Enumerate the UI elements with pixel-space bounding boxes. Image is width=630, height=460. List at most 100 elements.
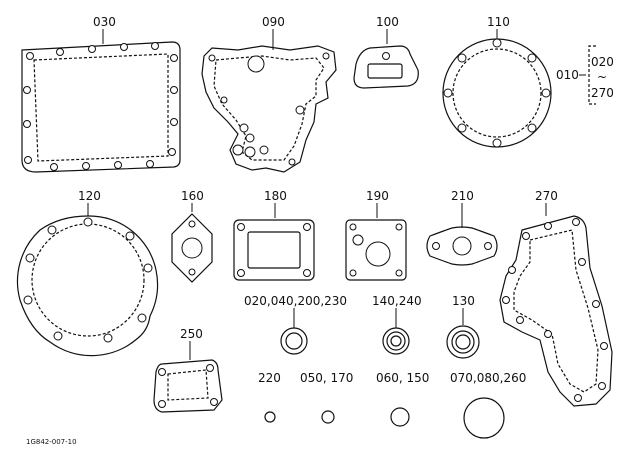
seal-bore — [247, 55, 265, 73]
bolt-hole — [295, 105, 305, 115]
gasket-270-outer — [499, 215, 613, 407]
bolt-hole — [288, 158, 296, 166]
label-190: 190 — [366, 189, 389, 203]
gasket-250-outer — [153, 359, 223, 413]
bolt-hole — [484, 242, 492, 250]
gasket-030-inner — [33, 53, 169, 162]
bolt-hole — [541, 88, 551, 98]
bolt-hole — [158, 368, 166, 376]
range-start: 020 — [591, 55, 614, 69]
bolt-hole — [47, 225, 57, 235]
bolt-hole — [395, 223, 403, 231]
label-270: 270 — [535, 189, 558, 203]
bolt-hole — [170, 118, 178, 126]
label-090: 090 — [262, 15, 285, 29]
part-140-240-seal: 140,240 — [372, 294, 422, 355]
label-group-070: 070,080,260 — [450, 371, 526, 385]
bolt-hole — [50, 163, 58, 171]
part-180-gasket: 180 — [233, 189, 315, 281]
gasket-110-inner — [452, 48, 542, 138]
part-210-flange-gasket: 210 — [426, 189, 498, 266]
kit-range-bracket: 010 020 ~ 270 — [556, 45, 614, 105]
bolt-hole — [303, 269, 311, 277]
o-ring-050 — [321, 410, 335, 424]
bolt-hole — [158, 400, 166, 408]
bolt-hole — [259, 145, 269, 155]
gasket-190-outer — [345, 219, 407, 281]
o-ring-060 — [390, 407, 410, 427]
bolt-hole — [24, 156, 32, 164]
gasket-270-inner — [513, 229, 599, 393]
bolt-hole — [206, 364, 214, 372]
bolt-hole — [457, 123, 467, 133]
bolt-hole — [103, 333, 113, 343]
bolt-hole — [492, 138, 502, 148]
bolt-hole — [146, 160, 154, 168]
bolt-hole — [527, 53, 537, 63]
gasket-030-outer — [21, 41, 181, 173]
bolt-hole — [544, 330, 552, 338]
part-270-water-pump-gasket: 270 — [499, 189, 613, 407]
part-050-170-o-ring: 050, 170 — [300, 371, 353, 424]
gasket-160-bore — [181, 237, 203, 259]
bolt-hole — [303, 223, 311, 231]
bolt-hole — [114, 161, 122, 169]
gasket-250-inner — [167, 369, 209, 401]
bolt-hole — [527, 123, 537, 133]
part-190-gasket: 190 — [345, 189, 407, 281]
gasket-190-bore — [365, 241, 391, 267]
bolt-hole — [23, 86, 31, 94]
bolt-hole — [432, 242, 440, 250]
label-110: 110 — [487, 15, 510, 29]
range-tilde: ~ — [597, 70, 607, 84]
label-120: 120 — [78, 189, 101, 203]
part-130-oil-seal: 130 — [446, 294, 480, 359]
range-end: 270 — [591, 86, 614, 100]
part-220-o-ring: 220 — [258, 371, 281, 423]
bolt-hole — [210, 398, 218, 406]
part-100-gasket: 100 — [353, 15, 419, 89]
part-110-round-gasket: 110 — [442, 15, 552, 148]
bolt-hole — [600, 342, 608, 350]
bolt-hole — [457, 53, 467, 63]
seal-outer — [280, 327, 308, 355]
label-010: 010 — [556, 68, 579, 82]
bolt-hole — [232, 144, 244, 156]
label-030: 030 — [93, 15, 116, 29]
bolt-hole — [522, 232, 530, 240]
figure-code: 1G842-007-10 — [26, 438, 77, 446]
label-group-020: 020,040,200,230 — [244, 294, 347, 308]
bolt-hole — [443, 88, 453, 98]
label-180: 180 — [264, 189, 287, 203]
bolt-hole — [237, 223, 245, 231]
label-210: 210 — [451, 189, 474, 203]
part-020-040-200-230-seal: 020,040,200,230 — [244, 294, 347, 355]
bolt-hole — [572, 218, 580, 226]
range-bracket — [588, 45, 596, 105]
bolt-hole — [143, 263, 153, 273]
gasket-090-outer — [201, 45, 337, 173]
bolt-hole — [598, 382, 606, 390]
gasket-100-window — [367, 63, 403, 79]
bolt-hole — [83, 217, 93, 227]
bolt-hole — [382, 52, 390, 60]
bolt-hole — [188, 220, 196, 228]
seal-inner — [455, 334, 471, 350]
bolt-hole — [170, 54, 178, 62]
part-160-gasket: 160 — [171, 189, 213, 283]
bolt-hole — [170, 86, 178, 94]
bolt-hole — [544, 222, 552, 230]
label-250: 250 — [180, 327, 203, 341]
bolt-hole — [492, 38, 502, 48]
seal-outer — [446, 325, 480, 359]
bolt-hole — [349, 269, 357, 277]
part-060-150-o-ring: 060, 150 — [376, 371, 429, 427]
gasket-210-outer — [426, 226, 498, 266]
part-090-gear-case-gasket: 090 — [201, 15, 337, 173]
bolt-hole — [322, 52, 330, 60]
label-130: 130 — [452, 294, 475, 308]
label-160: 160 — [181, 189, 204, 203]
bolt-hole — [592, 300, 600, 308]
part-250-gasket: 250 — [153, 327, 223, 413]
bolt-hole — [82, 162, 90, 170]
